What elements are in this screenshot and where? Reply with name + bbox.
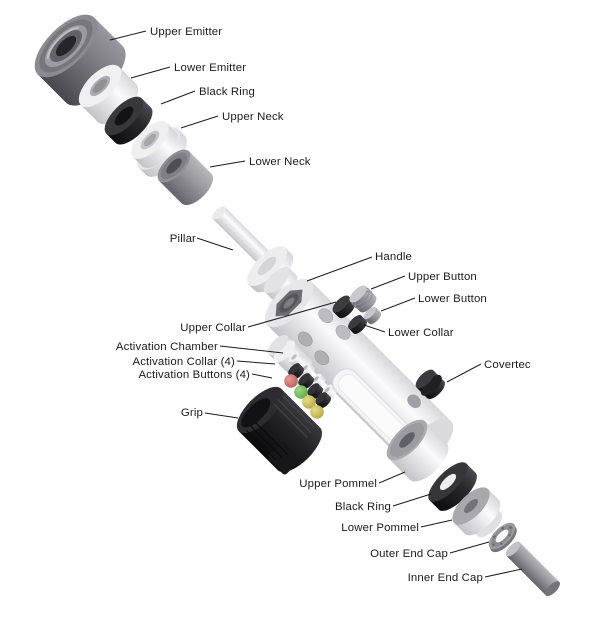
outer-end-cap-part xyxy=(488,522,517,553)
part-label-upper-emitter: Upper Emitter xyxy=(150,26,222,38)
part-label-activation-collar: Activation Collar (4) xyxy=(132,356,235,368)
part-label-lower-button: Lower Button xyxy=(418,293,487,305)
leader-line-upper-button xyxy=(370,275,406,290)
leader-line-covertec xyxy=(446,363,482,383)
part-label-covertec: Covertec xyxy=(484,359,531,371)
part-label-outer-end-cap: Outer End Cap xyxy=(370,548,448,560)
yellow-button xyxy=(302,395,316,409)
lower-pommel-part xyxy=(452,487,503,538)
part-label-lower-neck: Lower Neck xyxy=(249,156,311,168)
leader-line-activation-collar xyxy=(236,360,276,365)
leader-line-lower-collar xyxy=(363,324,386,333)
part-label-lower-emitter: Lower Emitter xyxy=(174,62,246,74)
upper-neck-part xyxy=(131,121,187,177)
upper-button-part xyxy=(349,285,377,313)
leader-line-lower-neck xyxy=(209,160,246,168)
leader-line-handle xyxy=(306,256,373,282)
lower-button-part xyxy=(363,306,382,325)
part-label-activation-chamber: Activation Chamber xyxy=(116,341,218,353)
leader-line-outer-end-cap xyxy=(449,541,490,554)
pillar-part xyxy=(212,206,278,272)
lower-neck-part xyxy=(157,149,214,206)
pillar-flange xyxy=(247,246,294,293)
part-label-upper-collar: Upper Collar xyxy=(180,322,246,334)
part-label-handle: Handle xyxy=(375,251,412,263)
red-button xyxy=(284,374,298,388)
green-button xyxy=(294,385,308,399)
upper-pommel-part xyxy=(386,419,449,482)
part-label-grip: Grip xyxy=(181,407,203,419)
leader-line-activation-buttons xyxy=(251,373,273,379)
part-label-pillar: Pillar xyxy=(170,233,196,245)
black-ring-bottom-part xyxy=(428,462,477,511)
part-label-black-ring-top: Black Ring xyxy=(199,86,255,98)
lower-collar-part xyxy=(348,315,367,334)
leader-line-upper-pommel xyxy=(378,471,406,484)
leader-line-lower-button xyxy=(380,297,416,312)
part-label-upper-button: Upper Button xyxy=(408,271,477,283)
part-label-lower-pommel: Lower Pommel xyxy=(341,522,419,534)
lower-emitter-part xyxy=(78,64,139,125)
part-label-activation-buttons: Activation Buttons (4) xyxy=(138,369,250,381)
part-label-upper-pommel: Upper Pommel xyxy=(299,478,377,490)
leader-line-upper-collar xyxy=(247,301,337,328)
grip-part xyxy=(236,386,322,475)
leader-line-lower-pommel xyxy=(420,519,453,528)
upper-emitter-part xyxy=(34,14,126,106)
colored-buttons-part xyxy=(284,374,324,419)
part-label-inner-end-cap: Inner End Cap xyxy=(408,572,483,584)
covertec-part xyxy=(415,369,445,399)
leader-line-black-ring-bottom xyxy=(392,493,432,507)
leader-line-upper-neck xyxy=(180,115,219,129)
part-label-upper-neck: Upper Neck xyxy=(222,111,284,123)
leader-line-lower-emitter xyxy=(130,66,171,79)
part-label-lower-collar: Lower Collar xyxy=(388,327,454,339)
leader-line-upper-emitter xyxy=(109,30,147,41)
leader-line-black-ring-top xyxy=(160,90,196,105)
leader-line-activation-chamber xyxy=(219,345,284,354)
leader-line-grip xyxy=(204,412,239,419)
leader-line-pillar xyxy=(196,237,234,251)
part-label-black-ring-bottom: Black Ring xyxy=(335,501,391,513)
inner-end-cap-part xyxy=(505,541,560,596)
yellow-button-2 xyxy=(310,405,324,419)
leader-line-inner-end-cap xyxy=(484,568,523,578)
handle-part xyxy=(264,278,454,468)
